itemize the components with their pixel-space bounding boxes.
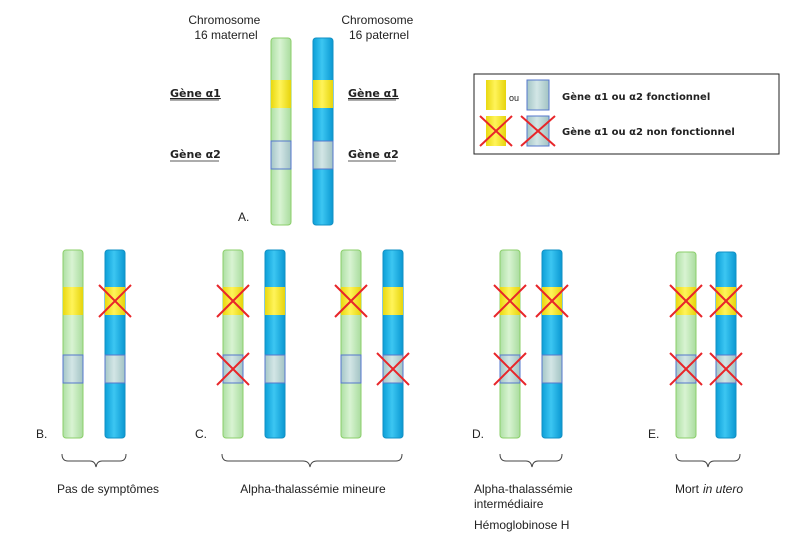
braces [61, 453, 741, 468]
legend-box [473, 73, 780, 155]
gene-a2-segment [270, 140, 292, 170]
paternal-chromosome-title: Chromosome 16 paternel [341, 13, 416, 42]
caption-e-italic: in utero [703, 482, 743, 496]
maternal-chromatid [62, 249, 84, 439]
paternal-title-line-2: 16 paternel [349, 28, 409, 42]
legend-or-text: ou [509, 93, 519, 103]
paternal-title-line-1: Chromosome [341, 13, 413, 27]
maternal-chromosome [270, 37, 292, 226]
paternal-chromatid [715, 251, 737, 439]
legend-cross-icon [479, 115, 513, 147]
legend-functional-a1-swatch [486, 80, 506, 110]
cross-icon [709, 352, 743, 386]
paternal-chromosome-10 [709, 251, 743, 439]
maternal-title-line-2: 16 maternel [194, 28, 257, 42]
panel-a: Chromosome 16 maternel Chromosome 16 pat… [170, 13, 416, 226]
bottom-chromosomes [62, 249, 743, 439]
maternal-chromatid [340, 249, 362, 439]
paternal-chromosome-8 [535, 249, 569, 439]
gene-a1-label-left: Gène α1 [170, 87, 221, 100]
legend-functional-label: Gène α1 ou α2 fonctionnel [562, 91, 710, 103]
gene-a2-segment [541, 354, 563, 384]
cross-icon [493, 284, 527, 318]
gene-a2-segment [104, 354, 126, 384]
maternal-chromosome-9 [669, 251, 703, 439]
maternal-chromosome-1 [62, 249, 84, 439]
paternal-chromatid [104, 249, 126, 439]
maternal-chromatid [675, 251, 697, 439]
caption-d-line-1: Alpha-thalassémie [474, 482, 573, 496]
legend-cross-icon [520, 115, 556, 147]
gene-a2-label-right: Gène α2 [348, 148, 399, 161]
maternal-chromosome-a [270, 37, 292, 226]
cross-icon [216, 352, 250, 386]
maternal-chromatid [222, 249, 244, 439]
gene-a1-segment [63, 287, 83, 315]
caption-e-text: Mort [675, 482, 700, 496]
cross-icon [493, 352, 527, 386]
brace-e [675, 453, 741, 468]
maternal-chromosome-7 [493, 249, 527, 439]
panel-d-letter: D. [472, 427, 484, 441]
paternal-chromosome [312, 37, 334, 226]
paternal-chromatid [264, 249, 286, 439]
gene-a2-label-left: Gène α2 [170, 148, 221, 161]
cross-icon [535, 284, 569, 318]
cross-icon [669, 352, 703, 386]
gene-a1-segment [271, 80, 291, 108]
paternal-chromosome-a [312, 37, 334, 226]
maternal-chromatid [499, 249, 521, 439]
paternal-chromatid [541, 249, 563, 439]
panel-e-letter: E. [648, 427, 659, 441]
paternal-chromatid [312, 37, 334, 226]
maternal-chromosome-5 [334, 249, 368, 439]
paternal-chromosome-2 [98, 249, 132, 439]
gene-a2-segment [62, 354, 84, 384]
gene-a1-segment [265, 287, 285, 315]
maternal-title-line-1: Chromosome [188, 13, 260, 27]
cross-icon [216, 284, 250, 318]
brace-c [221, 453, 403, 468]
caption-d-line-3: Hémoglobinose H [474, 518, 569, 532]
legend-nonfunctional-label: Gène α1 ou α2 non fonctionnel [562, 126, 735, 138]
brace-d [499, 453, 563, 468]
panel-a-letter: A. [238, 210, 249, 224]
caption-b: Pas de symptômes [57, 482, 159, 496]
legend: ou Gène α1 ou α2 fonctionnel Gène α1 ou … [473, 73, 780, 155]
cross-icon [376, 352, 410, 386]
caption-d-line-2: intermédiaire [474, 497, 544, 511]
gene-a1-label-right: Gène α1 [348, 87, 399, 100]
gene-a1-segment [383, 287, 403, 315]
panel-c-letter: C. [195, 427, 207, 441]
paternal-chromatid [382, 249, 404, 439]
gene-a2-segment [264, 354, 286, 384]
maternal-chromosome-3 [216, 249, 250, 439]
cross-icon [669, 284, 703, 318]
legend-functional-a2-swatch [526, 79, 550, 111]
cross-icon [334, 284, 368, 318]
paternal-chromosome-4 [264, 249, 286, 439]
gene-a1-segment [313, 80, 333, 108]
gene-a2-segment [312, 140, 334, 170]
gene-a2-segment [340, 354, 362, 384]
cross-icon [98, 284, 132, 318]
caption-c: Alpha-thalassémie mineure [240, 482, 386, 496]
maternal-chromatid [270, 37, 292, 226]
maternal-chromosome-title: Chromosome 16 maternel [188, 13, 263, 42]
panel-b-letter: B. [36, 427, 47, 441]
cross-icon [709, 284, 743, 318]
brace-b [61, 453, 127, 468]
paternal-chromosome-6 [376, 249, 410, 439]
